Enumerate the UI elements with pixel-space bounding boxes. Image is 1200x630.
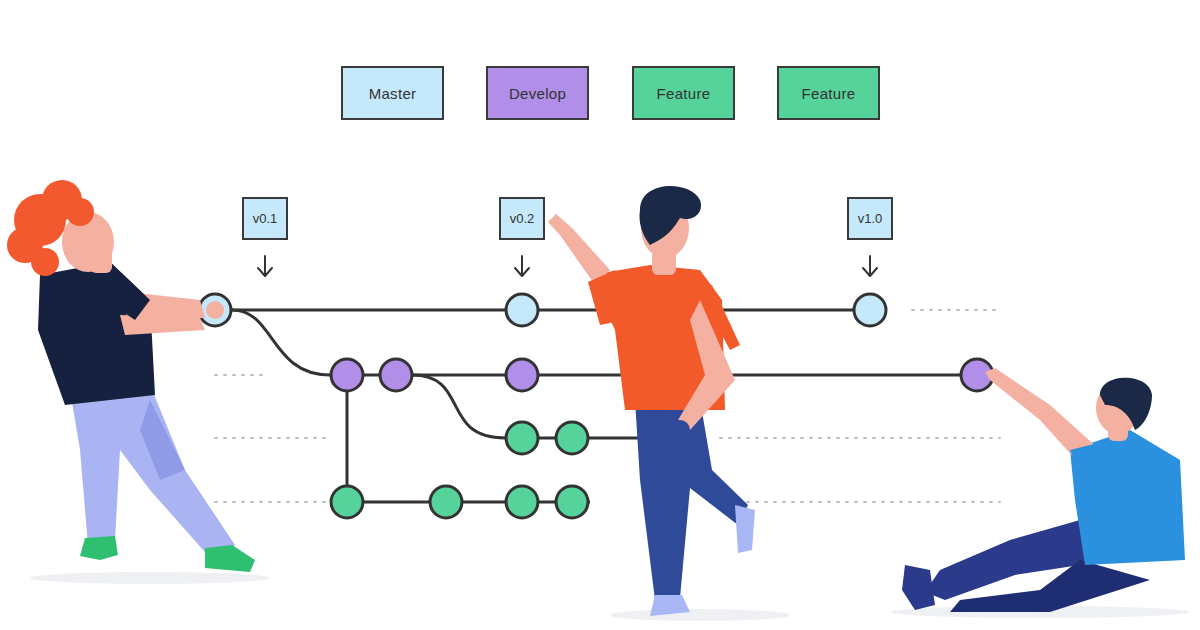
legend-label: Feature — [802, 85, 856, 102]
person-right — [902, 368, 1185, 612]
person-middle — [548, 186, 755, 616]
commit-dots — [199, 294, 993, 518]
legend-label: Feature — [657, 85, 711, 102]
legend-label: Master — [369, 85, 417, 102]
ground-shadow — [610, 609, 790, 621]
person-left — [7, 180, 255, 572]
version-label: v0.2 — [510, 211, 535, 226]
tag-arrows — [258, 256, 877, 276]
version-tag: v0.1 — [242, 197, 288, 240]
version-tag: v1.0 — [847, 197, 893, 240]
version-label: v0.1 — [253, 211, 278, 226]
legend-swatch: Feature — [777, 66, 880, 120]
version-tag: v0.2 — [499, 197, 545, 240]
legend-swatch: Feature — [632, 66, 735, 120]
legend-label: Develop — [509, 85, 566, 102]
legend-swatch: Master — [341, 66, 444, 120]
dotted-guides — [215, 310, 1000, 502]
legend-swatch: Develop — [486, 66, 589, 120]
ground-shadow — [30, 572, 270, 584]
branch-lines — [215, 310, 977, 502]
version-label: v1.0 — [858, 211, 883, 226]
